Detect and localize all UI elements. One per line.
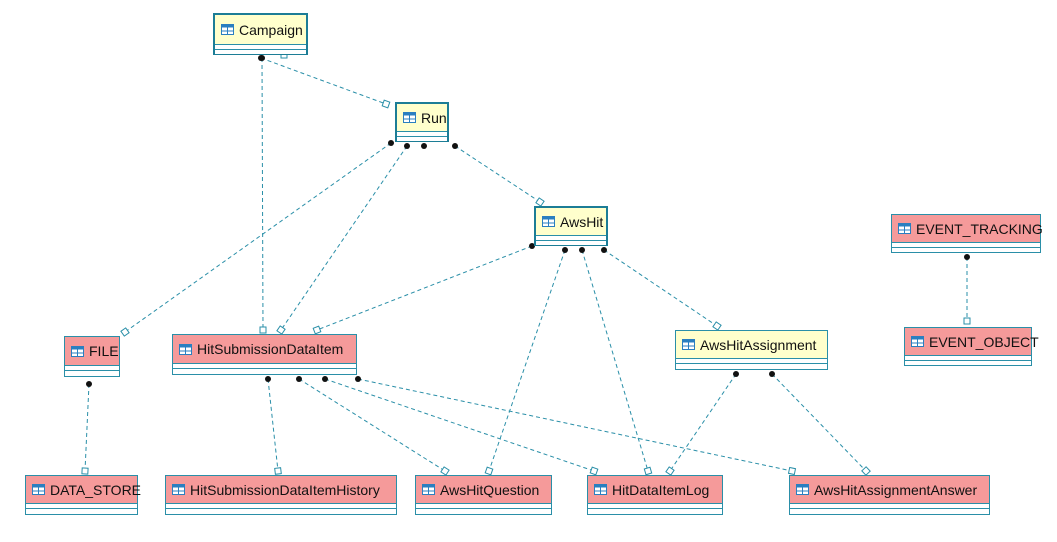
entity-awshit[interactable]: AwsHit — [534, 206, 608, 246]
table-icon — [221, 24, 234, 35]
hollow-diamond-marker — [274, 467, 282, 475]
connector-hit_submission_data_item-to-hit_submission_data_item_history — [267, 378, 279, 472]
connector-campaign-to-hit_submission_data_item — [261, 57, 264, 331]
table-icon — [898, 223, 911, 234]
entity-name: DATA_STORE — [50, 481, 142, 498]
connector-hit_submission_data_item-to-hit_data_item_log — [324, 378, 595, 472]
filled-dot-marker — [388, 140, 394, 146]
filled-dot-marker — [86, 381, 92, 387]
entity-file[interactable]: FILE — [64, 336, 120, 377]
filled-dot-marker — [322, 376, 328, 382]
hollow-diamond-marker — [484, 466, 494, 476]
table-icon — [542, 216, 555, 227]
hollow-diamond-marker — [963, 317, 971, 325]
table-icon — [71, 345, 84, 357]
entity-name: EVENT_OBJECT — [929, 333, 1039, 350]
filled-dot-marker — [733, 371, 739, 377]
hollow-diamond-marker — [259, 326, 267, 334]
entity-campaign[interactable]: Campaign — [213, 13, 308, 55]
connector-awshit-to-hit_data_item_log — [581, 249, 649, 472]
filled-dot-marker — [452, 143, 458, 149]
filled-dot-marker — [404, 143, 410, 149]
hollow-diamond-marker — [665, 466, 675, 476]
connector-run-to-file — [124, 142, 392, 333]
entity-event-object[interactable]: EVENT_OBJECT — [904, 327, 1039, 366]
filled-dot-marker — [562, 247, 568, 253]
filled-dot-marker — [579, 247, 585, 253]
connector-campaign-to-run — [260, 57, 387, 105]
entity-data-store[interactable]: DATA_STORE — [25, 475, 142, 515]
hollow-diamond-marker — [81, 467, 89, 475]
entity-hit-submission-data-item[interactable]: HitSubmissionDataItem — [172, 334, 357, 375]
entity-hit-submission-data-item-history[interactable]: HitSubmissionDataItemHistory — [165, 475, 397, 515]
hollow-diamond-marker — [787, 466, 797, 476]
entity-name: AwsHit — [560, 213, 604, 230]
table-icon — [32, 484, 45, 495]
connector-aws_hit_assignment-to-aws_hit_assignment_answer — [771, 373, 867, 472]
connector-hit_submission_data_item-to-aws_hit_question — [298, 378, 446, 472]
entity-name: AwsHitAssignmentAnswer — [814, 481, 978, 498]
connector-awshit-to-hit_submission_data_item — [316, 245, 533, 331]
filled-dot-marker — [529, 243, 535, 249]
entity-name: EVENT_TRACKING — [916, 220, 1043, 237]
table-icon — [172, 484, 185, 495]
connector-awshit-to-aws_hit_assignment — [603, 249, 718, 327]
table-icon — [796, 484, 809, 495]
entity-hit-data-item-log[interactable]: HitDataItemLog — [587, 475, 723, 515]
hollow-diamond-marker — [120, 327, 130, 337]
hollow-diamond-marker — [276, 325, 286, 335]
entity-aws-hit-assignment-answer[interactable]: AwsHitAssignmentAnswer — [789, 475, 990, 515]
filled-dot-marker — [296, 376, 302, 382]
filled-dot-marker — [964, 254, 970, 260]
hollow-diamond-marker — [381, 99, 391, 109]
hollow-diamond-marker — [712, 321, 722, 331]
connector-run-to-awshit — [454, 145, 541, 203]
entity-run[interactable]: Run — [395, 102, 449, 142]
entity-name: Run — [421, 109, 447, 126]
hollow-diamond-marker — [861, 466, 871, 476]
entity-name: HitDataItemLog — [612, 481, 710, 498]
entity-aws-hit-assignment[interactable]: AwsHitAssignment — [675, 330, 828, 370]
connector-hit_submission_data_item-to-aws_hit_assignment_answer — [357, 378, 793, 472]
hollow-diamond-marker — [589, 466, 599, 476]
entity-name: AwsHitAssignment — [700, 336, 817, 353]
entity-name: Campaign — [239, 21, 303, 38]
table-icon — [682, 339, 695, 350]
filled-dot-marker — [769, 371, 775, 377]
filled-dot-marker — [259, 55, 265, 61]
filled-dot-marker — [601, 247, 607, 253]
connector-aws_hit_assignment-to-hit_data_item_log — [669, 373, 737, 472]
entity-event-tracking[interactable]: EVENT_TRACKING — [891, 214, 1043, 253]
table-icon — [594, 484, 607, 495]
connector-awshit-to-aws_hit_question — [488, 249, 566, 472]
table-icon — [422, 484, 435, 495]
hollow-diamond-marker — [643, 466, 653, 476]
hollow-diamond-marker — [440, 466, 450, 476]
connector-run-to-hit_submission_data_item — [280, 145, 408, 331]
table-icon — [179, 343, 192, 355]
filled-dot-marker — [265, 376, 271, 382]
filled-dot-marker — [355, 376, 361, 382]
entity-name: HitSubmissionDataItem — [197, 341, 344, 357]
entity-name: AwsHitQuestion — [440, 481, 540, 498]
table-icon — [911, 336, 924, 347]
table-icon — [403, 112, 416, 123]
entity-aws-hit-question[interactable]: AwsHitQuestion — [415, 475, 552, 515]
connector-file-to-data_store — [84, 383, 90, 472]
hollow-diamond-marker — [535, 197, 545, 207]
entity-name: HitSubmissionDataItemHistory — [190, 481, 380, 498]
filled-dot-marker — [421, 143, 427, 149]
hollow-diamond-marker — [312, 325, 322, 335]
entity-name: FILE — [89, 343, 119, 359]
